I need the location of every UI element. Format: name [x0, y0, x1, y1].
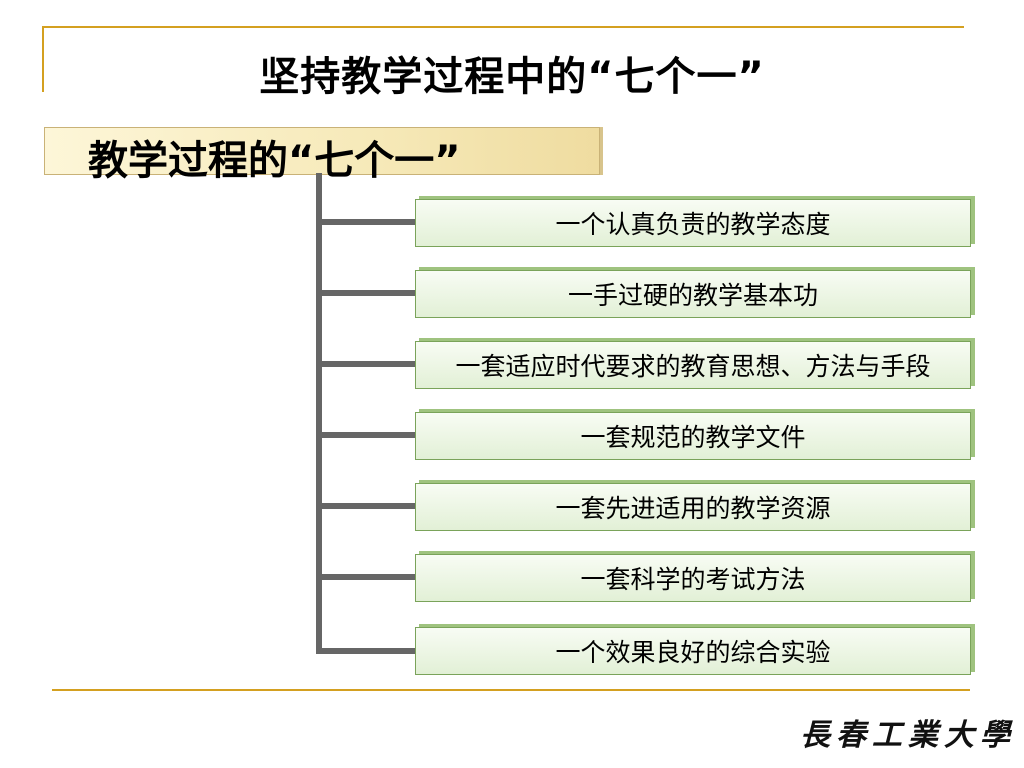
- root-node-label: 教学过程的“七个一”: [88, 138, 461, 184]
- page-title: 坚持教学过程中的“七个一”: [259, 54, 765, 100]
- leaf-node-6: 一个效果良好的综合实验: [415, 627, 971, 675]
- branch-connector-6: [316, 648, 418, 654]
- leaf-node-4: 一套先进适用的教学资源: [415, 483, 971, 531]
- top-rule: [42, 26, 964, 28]
- leaf-node-3: 一套规范的教学文件: [415, 412, 971, 460]
- tree-trunk-connector: [316, 173, 322, 654]
- leaf-node-5: 一套科学的考试方法: [415, 554, 971, 602]
- leaf-node-0: 一个认真负责的教学态度: [415, 199, 971, 247]
- leaf-node-1: 一手过硬的教学基本功: [415, 270, 971, 318]
- leaf-node-2: 一套适应时代要求的教育思想、方法与手段: [415, 341, 971, 389]
- branch-connector-1: [316, 290, 418, 296]
- root-node-box: [44, 127, 600, 175]
- university-logo: 長 春 工 業 大 學: [800, 712, 1010, 753]
- top-rule-tick: [42, 26, 44, 92]
- branch-connector-4: [316, 503, 418, 509]
- logo-char-4: 大: [944, 718, 974, 753]
- branch-connector-5: [316, 574, 418, 580]
- logo-char-2: 工: [872, 718, 902, 753]
- branch-connector-0: [316, 219, 418, 225]
- bottom-rule: [52, 689, 970, 691]
- branch-connector-2: [316, 361, 418, 367]
- logo-char-5: 學: [980, 718, 1010, 753]
- logo-char-0: 長: [800, 718, 830, 753]
- logo-char-1: 春: [836, 718, 866, 753]
- logo-char-3: 業: [908, 718, 938, 753]
- branch-connector-3: [316, 432, 418, 438]
